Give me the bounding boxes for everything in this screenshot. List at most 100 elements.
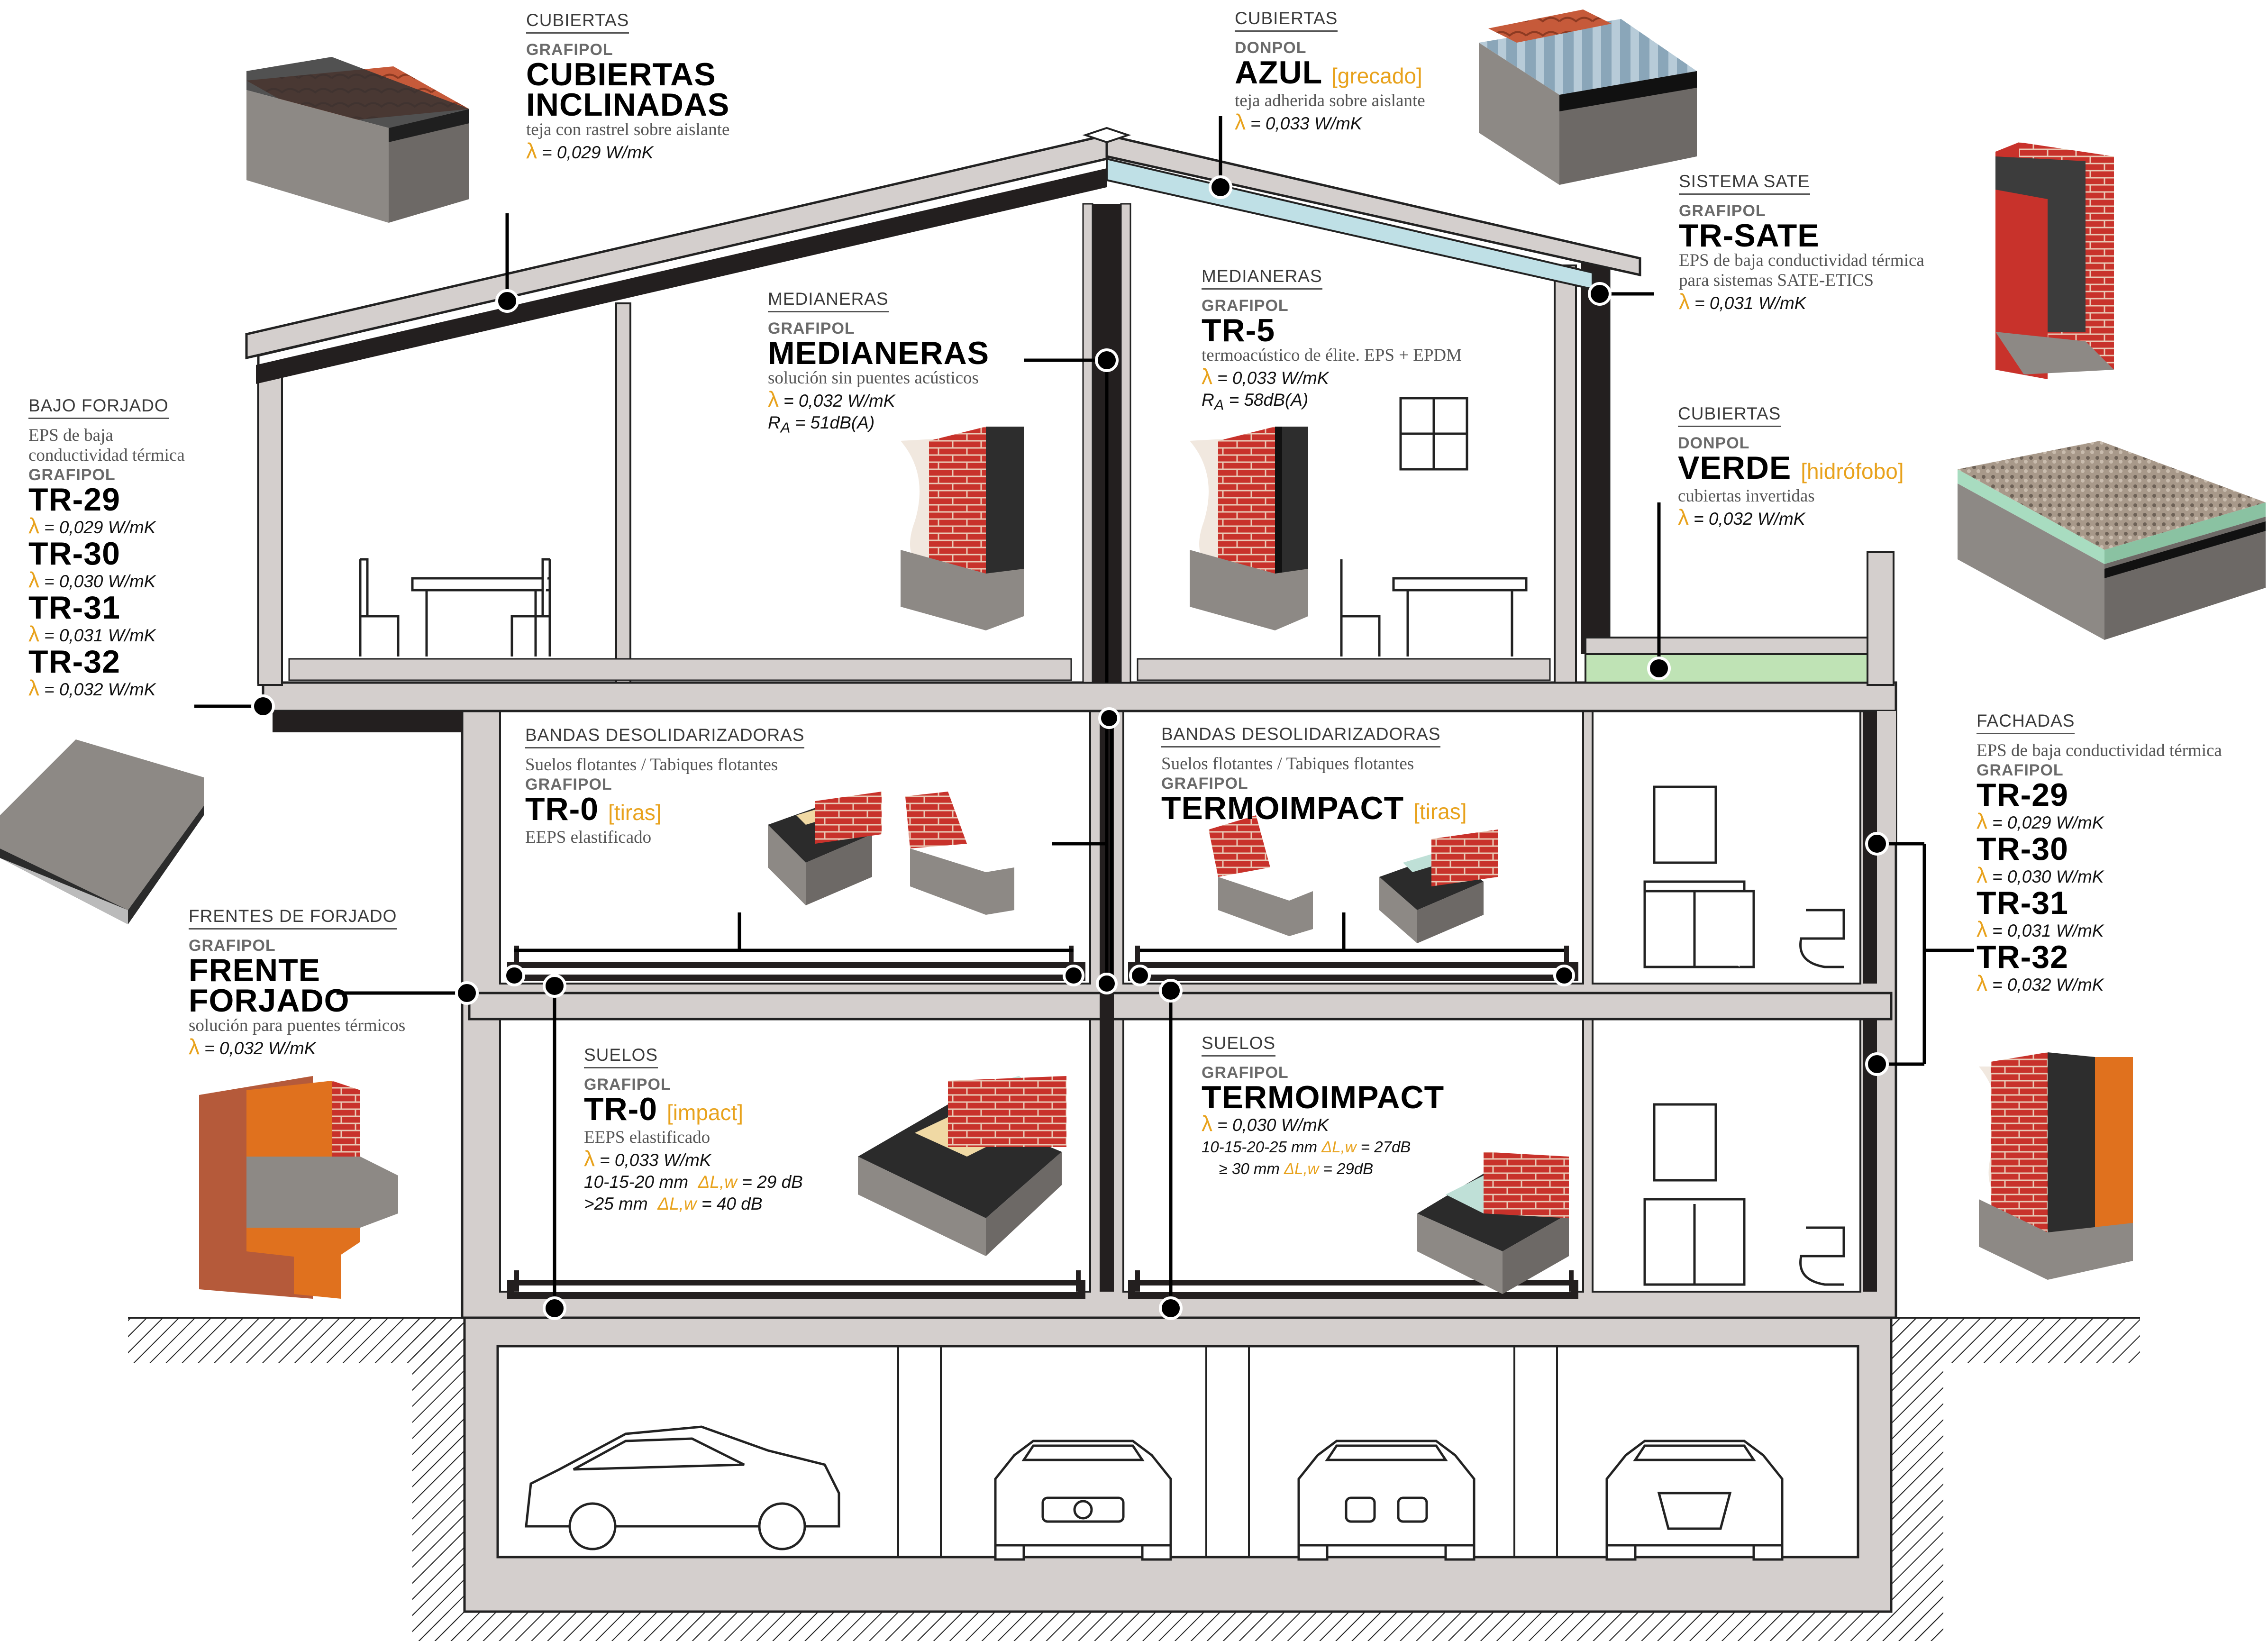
lambda-value: λ= 0,030 W/mK xyxy=(1977,863,2104,887)
sample-green-roof xyxy=(1958,441,2266,640)
ground xyxy=(128,1317,2140,1641)
description-line2: para sistemas SATE-ETICS xyxy=(1679,271,1874,290)
product-name: TR-SATE xyxy=(1679,218,1820,254)
impact-row: ≥ 30 mm ΔL,w = 29dB xyxy=(1219,1160,1374,1177)
leader-dots xyxy=(251,175,1889,1320)
category: CUBIERTAS xyxy=(526,10,629,34)
car-front-icon xyxy=(1297,1440,1476,1561)
category: FACHADAS xyxy=(1977,711,2075,734)
car-side-icon xyxy=(525,1425,840,1550)
roof-left-label: CUBIERTAS GRAFIPOL CUBIERTAS INCLINADAS … xyxy=(526,10,792,164)
brand: GRAFIPOL xyxy=(526,41,613,59)
product-item: TR-32 λ= 0,032 W/mK xyxy=(28,646,256,701)
product-tag: [impact] xyxy=(667,1100,744,1125)
sample-medianera-left xyxy=(901,427,1024,630)
lambda-value: λ= 0,033 W/mK xyxy=(1202,364,1329,389)
lambda-value: λ= 0,033 W/mK xyxy=(1235,109,1362,134)
product-tag: [grecado] xyxy=(1331,64,1422,88)
category: CUBIERTAS xyxy=(1235,9,1338,32)
product-tag: [tiras] xyxy=(608,800,662,825)
category: SUELOS xyxy=(1202,1033,1276,1057)
category: MEDIANERAS xyxy=(768,289,889,312)
product-name: TR-31 xyxy=(1977,885,2068,921)
brand: GRAFIPOL xyxy=(1202,1064,1289,1082)
category: BANDAS DESOLIDARIZADORAS xyxy=(525,725,805,748)
description-line2: conductividad térmica xyxy=(28,446,185,465)
bandas-left-label: BANDAS DESOLIDARIZADORAS Suelos flotante… xyxy=(525,725,866,848)
fachadas-label: FACHADAS EPS de baja conductividad térmi… xyxy=(1977,711,2266,996)
bandas-right-label: BANDAS DESOLIDARIZADORAS Suelos flotante… xyxy=(1161,724,1521,827)
lambda-value: λ= 0,032 W/mK xyxy=(189,1034,316,1059)
medianeras-left-label: MEDIANERAS GRAFIPOL MEDIANERAS solución … xyxy=(768,289,1071,438)
sample-bandas-left-1 xyxy=(768,792,882,905)
subtitle: Suelos flotantes / Tabiques flotantes xyxy=(525,755,778,775)
description: solución sin puentes acústicos xyxy=(768,368,979,388)
sample-bajo-forjado xyxy=(0,739,204,924)
description: teja con rastrel sobre aislante xyxy=(526,120,730,139)
lambda-value: λ= 0,029 W/mK xyxy=(1977,809,2104,833)
product-name-line2: FORJADO xyxy=(189,983,350,1019)
description: solución para puentes térmicos xyxy=(189,1016,406,1035)
acoustic-value: RA = 58dB(A) xyxy=(1202,390,1309,413)
product-item: TR-31 λ= 0,031 W/mK xyxy=(1977,885,2266,942)
description: cubiertas invertidas xyxy=(1678,486,1815,506)
product-name: TR-30 xyxy=(28,536,120,572)
description: EPS de baja conductividad térmica xyxy=(1977,741,2222,760)
car-front-icon xyxy=(994,1440,1172,1561)
lambda-value: λ= 0,032 W/mK xyxy=(1977,971,2104,995)
brand: GRAFIPOL xyxy=(525,775,612,793)
roof-right-label: CUBIERTAS DONPOL AZUL [grecado] teja adh… xyxy=(1235,9,1500,135)
product-name: TR-32 xyxy=(1977,939,2068,975)
product-name: MEDIANERAS xyxy=(768,335,990,371)
brand: GRAFIPOL xyxy=(189,937,276,955)
lambda-value: λ= 0,029 W/mK xyxy=(526,138,654,163)
category: BAJO FORJADO xyxy=(28,396,169,419)
category: SISTEMA SATE xyxy=(1679,172,1810,195)
description-line1: EPS de baja conductividad térmica xyxy=(1679,251,1924,270)
product-name: TR-5 xyxy=(1202,312,1275,348)
description-line1: EPS de baja xyxy=(28,426,113,445)
sample-roof-tiles xyxy=(246,57,469,223)
subtitle: Suelos flotantes / Tabiques flotantes xyxy=(1161,754,1414,774)
brand: GRAFIPOL xyxy=(1202,297,1289,315)
product-tag: [hidrófobo] xyxy=(1801,459,1904,483)
category: MEDIANERAS xyxy=(1202,266,1322,290)
acoustic-value: RA = 51dB(A) xyxy=(768,413,875,436)
brand: GRAFIPOL xyxy=(1977,761,2064,779)
lambda-value: λ= 0,032 W/mK xyxy=(1678,505,1805,529)
furniture xyxy=(359,397,1845,1286)
suelos-left-label: SUELOS GRAFIPOL TR-0 [impact] EEPS elast… xyxy=(584,1045,878,1215)
brand: GRAFIPOL xyxy=(28,466,116,484)
brand: GRAFIPOL xyxy=(584,1076,671,1094)
impact-row: >25 mm ΔL,w = 40 dB xyxy=(584,1194,763,1213)
product-tag: [tiras] xyxy=(1413,799,1467,824)
product-name: TR-31 xyxy=(28,590,120,626)
frente-forjado-label: FRENTES DE FORJADO GRAFIPOL FRENTE FORJA… xyxy=(189,906,473,1059)
sample-bandas-left-2 xyxy=(905,792,1014,915)
product-name: TR-0 [tiras] xyxy=(525,791,662,827)
leader-lines xyxy=(194,116,1974,1308)
product-name: VERDE [hidrófobo] xyxy=(1678,450,1904,486)
category: FRENTES DE FORJADO xyxy=(189,906,397,930)
category: SUELOS xyxy=(584,1045,658,1068)
product-name-line2: INCLINADAS xyxy=(526,87,730,123)
product-name: TR-29 xyxy=(28,482,120,518)
lambda-value: λ= 0,033 W/mK xyxy=(584,1146,711,1171)
product-item: TR-30 λ= 0,030 W/mK xyxy=(28,538,256,593)
product-name-line1: CUBIERTAS xyxy=(526,56,716,92)
category: BANDAS DESOLIDARIZADORAS xyxy=(1161,724,1441,748)
sample-blue-roof xyxy=(1479,9,1697,185)
product-item: TR-29 λ= 0,029 W/mK xyxy=(1977,779,2266,834)
green-roof-label: CUBIERTAS DONPOL VERDE [hidrófobo] cubie… xyxy=(1678,404,1962,530)
product-name: TR-30 xyxy=(1977,831,2068,867)
sample-bandas-right-2 xyxy=(1379,830,1498,943)
suelos-right-label: SUELOS GRAFIPOL TERMOIMPACT λ= 0,030 W/m… xyxy=(1202,1033,1505,1180)
sample-frente-forjado xyxy=(199,1076,398,1299)
impact-row: 10-15-20-25 mm ΔL,w = 27dB xyxy=(1202,1138,1411,1156)
product-name: AZUL [grecado] xyxy=(1235,55,1422,91)
lambda-value: λ= 0,031 W/mK xyxy=(28,621,156,646)
product-item: TR-32 λ= 0,032 W/mK xyxy=(1977,939,2266,996)
sample-bandas-right-1 xyxy=(1209,815,1313,936)
